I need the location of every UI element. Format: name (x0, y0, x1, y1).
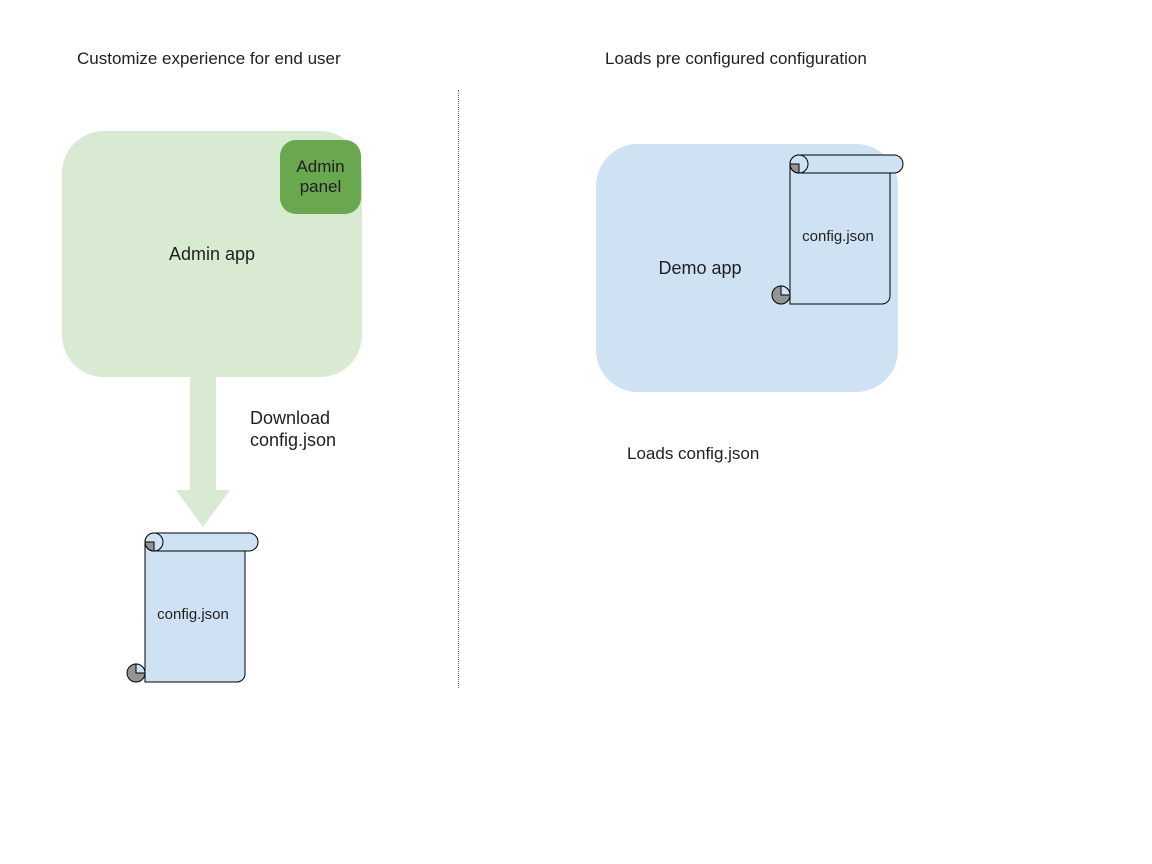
scroll-top-curl-notch (144, 541, 155, 552)
scroll-body (144, 541, 246, 683)
section-divider (458, 90, 459, 688)
download-arrow-icon (176, 376, 230, 527)
admin-app-label: Admin app (168, 243, 256, 264)
download-label-line2: config.json (250, 430, 337, 450)
left-section-title: Customize experience for end user (77, 49, 341, 68)
scroll-top-curl-notch (789, 163, 800, 174)
download-config-label: Download config.json (250, 407, 336, 451)
scroll-bottom-curl-notch (780, 285, 791, 296)
loads-config-caption: Loads config.json (627, 444, 760, 463)
demo-app-label: Demo app (658, 258, 742, 278)
right-section-title: Loads pre configured configuration (605, 49, 867, 68)
arrow-head (176, 490, 230, 527)
scroll-bottom-curl-notch (135, 663, 146, 674)
config-json-scroll-icon: config.json (771, 154, 904, 305)
admin-panel-box: Admin panel (280, 140, 361, 214)
arrow-shaft (190, 376, 216, 494)
config-json-scroll-icon: config.json (126, 532, 259, 683)
admin-panel-label: Admin panel (296, 156, 345, 196)
scroll-body (789, 163, 891, 305)
config-file-label: config.json (802, 228, 874, 245)
download-label-line1: Download (250, 408, 331, 428)
config-file-label: config.json (157, 606, 229, 623)
